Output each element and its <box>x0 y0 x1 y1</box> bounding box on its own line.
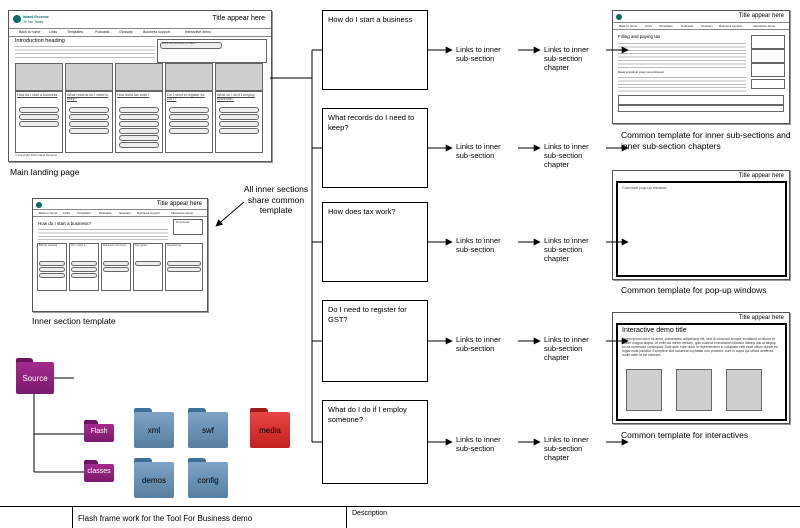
interactive-image-3 <box>726 369 762 411</box>
link-subsection-3: Links to inner sub-section <box>456 236 501 254</box>
flash-folder-icon[interactable]: Flash <box>84 420 114 442</box>
interactive-image-1 <box>626 369 662 411</box>
org-logo-icon <box>36 202 42 208</box>
nav-interactive-demo[interactable]: Interactive demo <box>185 30 211 34</box>
question-box-2[interactable]: What records do I need to keep? <box>322 108 428 188</box>
download-panel[interactable]: Download <box>173 219 203 235</box>
org-logo-icon <box>616 14 622 20</box>
nav-templates[interactable]: Templates <box>67 30 83 34</box>
xml-folder-icon[interactable]: xml <box>134 408 174 448</box>
interactive-frame: Interactive demo title Lorem ipsum dolor… <box>616 323 787 421</box>
config-folder-icon[interactable]: config <box>188 458 228 498</box>
subsection-heading: Filling and paying tax <box>618 34 661 39</box>
footer-project-title: Flash frame work for the Tool For Busine… <box>78 514 253 523</box>
copyright: © Copyright 2010 Inland Revenue <box>15 153 58 157</box>
caption-interactive-template: Common template for interactives <box>621 430 749 440</box>
column-image-3 <box>115 63 163 91</box>
nav-links[interactable]: Links <box>49 30 58 34</box>
caption-main-landing: Main landing page <box>10 167 80 177</box>
link-chapter-2: Links to inner sub-section chapter <box>544 142 589 169</box>
column-title-2: What records do I need to keep? <box>67 93 109 101</box>
caption-inner-template: Inner section template <box>32 316 116 326</box>
nav-business-support[interactable]: Business support <box>143 30 170 34</box>
window-title: Title appear here <box>212 15 265 22</box>
column-image-1 <box>15 63 63 91</box>
link-subsection-5: Links to inner sub-section <box>456 435 501 453</box>
caption-popup-template: Common template for pop-up windows <box>621 285 767 295</box>
popup-label: Common pop-up window <box>622 185 667 190</box>
nav-back-to-home[interactable]: Back to home <box>19 30 41 34</box>
link-chapter-4: Links to inner sub-section chapter <box>544 335 589 362</box>
question-box-3[interactable]: How does tax work? <box>322 202 428 282</box>
callout-pill[interactable] <box>160 42 222 49</box>
column-title-4: Do I need to register for GST? <box>167 93 205 101</box>
classes-folder-icon[interactable]: classes <box>84 460 114 482</box>
inner-heading: How do I start a business? <box>38 221 92 226</box>
interactive-body: Lorem ipsum dolor sit amet, consectetur … <box>622 337 778 357</box>
nav-podcasts[interactable]: Podcasts <box>95 30 110 34</box>
column-title-3: How does tax work? <box>117 93 150 97</box>
org-name: Inland Revenue <box>23 15 49 19</box>
swf-folder-icon[interactable]: swf <box>188 408 228 448</box>
source-folder-icon[interactable]: Source <box>16 358 54 394</box>
column-image-4 <box>165 63 213 91</box>
question-box-1[interactable]: How do I start a business <box>322 10 428 90</box>
media-folder-icon[interactable]: media <box>250 408 290 448</box>
interactive-image-2 <box>676 369 712 411</box>
popup-frame: Common pop-up window <box>616 181 787 277</box>
column-image-5 <box>215 63 263 91</box>
column-image-2 <box>65 63 113 91</box>
interactive-title: Interactive demo title <box>622 327 687 334</box>
inner-section-mockup: Title appear here Back to home Links Tem… <box>32 198 208 312</box>
interactive-mockup: Title appear here Interactive demo title… <box>612 312 790 424</box>
main-landing-mockup: Inland Revenue Te Tari Taake Title appea… <box>8 10 272 162</box>
org-sub: Te Tari Taake <box>23 20 44 24</box>
question-box-5[interactable]: What do I do if I employ someone? <box>322 400 428 484</box>
link-chapter-5: Links to inner sub-section chapter <box>544 435 589 462</box>
intro-callout: Work out software to claim? <box>157 39 267 63</box>
popup-mockup: Title appear here Common pop-up window <box>612 170 790 280</box>
link-subsection-4: Links to inner sub-section <box>456 335 501 353</box>
demos-folder-icon[interactable]: demos <box>134 458 174 498</box>
caption-subsection-template: Common template for inner sub-sections a… <box>621 130 791 151</box>
intro-text <box>15 45 155 59</box>
question-box-4[interactable]: Do I need to register for GST? <box>322 300 428 382</box>
intro-heading: Introduction heading <box>15 38 65 44</box>
footer-description: Description <box>352 510 388 517</box>
column-title-5: What do I do if I employ someone? <box>217 93 255 101</box>
link-chapter-1: Links to inner sub-section chapter <box>544 45 589 72</box>
column-title-1: How do I start a business <box>17 93 58 97</box>
link-subsection-1: Links to inner sub-section <box>456 45 501 63</box>
link-chapter-3: Links to inner sub-section chapter <box>544 236 589 263</box>
org-logo-icon <box>13 15 21 23</box>
subsection-mockup: Title appear here Back to home Links Tem… <box>612 10 790 124</box>
caption-shared-template: All inner sections share common template <box>243 184 309 215</box>
link-subsection-2: Links to inner sub-section <box>456 142 501 160</box>
nav-glossary[interactable]: Glossary <box>119 30 133 34</box>
